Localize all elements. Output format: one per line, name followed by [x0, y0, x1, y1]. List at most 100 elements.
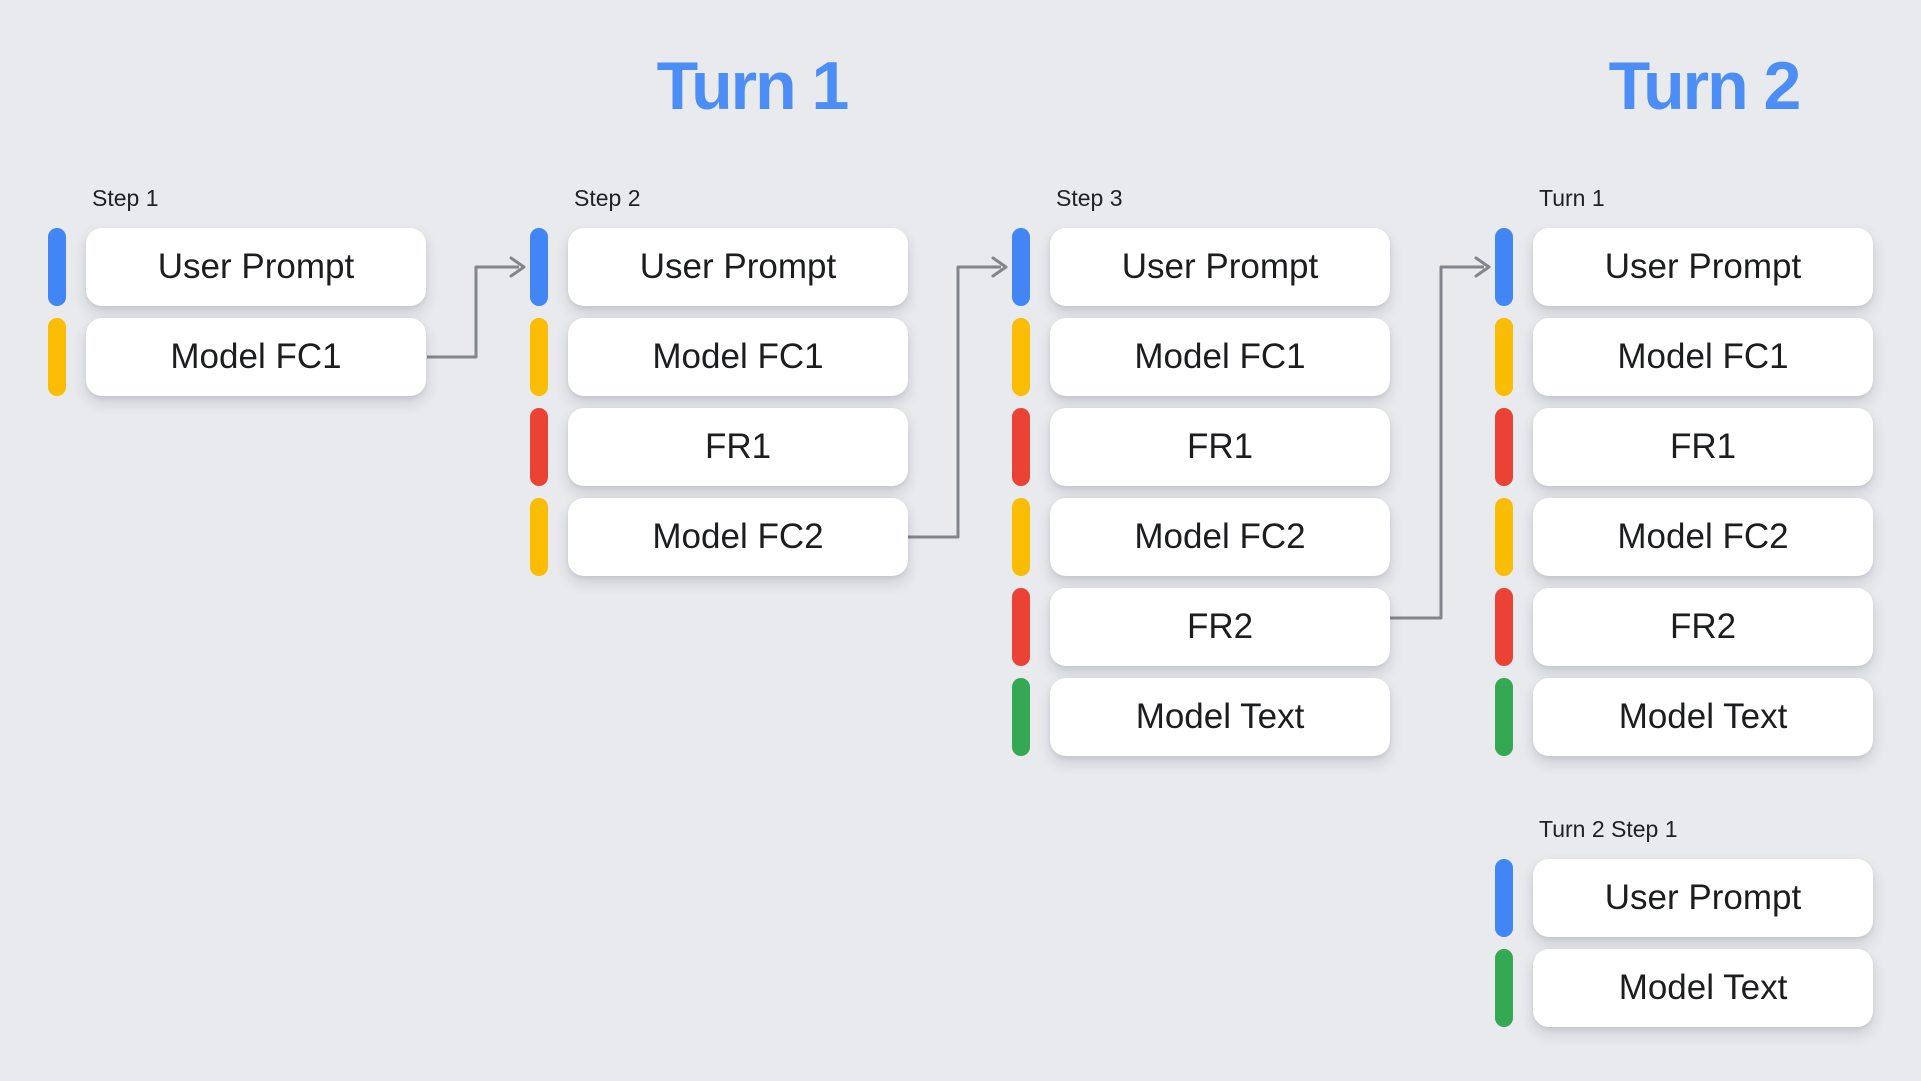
flow-box-label: Model Text	[1618, 697, 1788, 736]
function-response-bar	[1495, 408, 1513, 486]
column-rows: User Prompt Model FC1 FR1 Model FC2	[530, 228, 908, 576]
flow-box: User Prompt	[1533, 859, 1873, 937]
flow-box: Model Text	[1533, 949, 1873, 1027]
column-rows: User Prompt Model FC1 FR1 Model FC2 FR2 …	[1495, 228, 1873, 756]
flow-item: User Prompt	[530, 228, 908, 306]
flow-item: Model FC2	[1012, 498, 1390, 576]
function-response-bar	[1495, 588, 1513, 666]
flow-item: Model FC2	[530, 498, 908, 576]
flow-box: Model FC1	[1050, 318, 1390, 396]
column-rows: User Prompt Model FC1 FR1 Model FC2 FR2 …	[1012, 228, 1390, 756]
column-step-3: Step 3 User Prompt Model FC1 FR1 Model F…	[1012, 184, 1390, 756]
flow-box: Model FC2	[1050, 498, 1390, 576]
model-fc-bar	[1012, 318, 1030, 396]
flow-box-label: FR2	[1669, 607, 1737, 646]
model-fc-bar	[1012, 498, 1030, 576]
flow-box: Model FC1	[86, 318, 426, 396]
flow-item: Model FC2	[1495, 498, 1873, 576]
flow-box-label: Model FC1	[1134, 337, 1306, 376]
flow-box-label: FR1	[704, 427, 772, 466]
flow-item: User Prompt	[1495, 859, 1873, 937]
arrowhead-step3-to-turn1	[1474, 256, 1491, 278]
flow-box: User Prompt	[1533, 228, 1873, 306]
flow-item: Model FC1	[1012, 318, 1390, 396]
flow-box-label: Model Text	[1135, 697, 1305, 736]
user-prompt-bar	[530, 228, 548, 306]
flow-item: FR2	[1495, 588, 1873, 666]
column-turn-2-step-1: Turn 2 Step 1 User Prompt Model Text	[1495, 815, 1873, 1027]
flow-item: FR2	[1012, 588, 1390, 666]
function-response-bar	[530, 408, 548, 486]
flow-box-label: Model FC2	[1617, 517, 1789, 556]
flow-item: FR1	[530, 408, 908, 486]
flow-box: FR1	[1050, 408, 1390, 486]
model-text-bar	[1495, 678, 1513, 756]
flow-box: User Prompt	[568, 228, 908, 306]
flow-box-label: User Prompt	[1604, 247, 1802, 286]
flow-box: FR1	[568, 408, 908, 486]
flow-item: User Prompt	[1012, 228, 1390, 306]
flow-box-label: User Prompt	[1604, 878, 1802, 917]
flow-box-label: FR2	[1186, 607, 1254, 646]
model-fc-bar	[530, 318, 548, 396]
flow-box: User Prompt	[86, 228, 426, 306]
flow-box: Model FC2	[1533, 498, 1873, 576]
function-response-bar	[1012, 588, 1030, 666]
flow-box-label: Model FC1	[1617, 337, 1789, 376]
flow-box-label: Model FC2	[1134, 517, 1306, 556]
function-response-bar	[1012, 408, 1030, 486]
column-label: Turn 2 Step 1	[1539, 816, 1678, 842]
model-fc-bar	[1495, 498, 1513, 576]
flow-item: Model Text	[1495, 949, 1873, 1027]
model-fc-bar	[48, 318, 66, 396]
column-step-2: Step 2 User Prompt Model FC1 FR1 Model F…	[530, 184, 908, 576]
flow-item: Model Text	[1495, 678, 1873, 756]
flow-box: Model FC1	[568, 318, 908, 396]
arrow-step2-to-step3	[908, 265, 1001, 539]
flow-box-label: User Prompt	[157, 247, 355, 286]
flow-item: Model FC1	[530, 318, 908, 396]
turn-1-title: Turn 1	[656, 48, 850, 124]
flow-item: Model FC1	[48, 318, 426, 396]
flow-item: Model FC1	[1495, 318, 1873, 396]
user-prompt-bar	[1012, 228, 1030, 306]
column-label: Turn 1	[1539, 185, 1605, 211]
column-rows: User Prompt Model Text	[1495, 859, 1873, 1027]
flow-item: FR1	[1495, 408, 1873, 486]
column-turn-1: Turn 1 User Prompt Model FC1 FR1 Model F…	[1495, 184, 1873, 756]
flow-box-label: User Prompt	[1121, 247, 1319, 286]
flow-box: User Prompt	[1050, 228, 1390, 306]
column-label: Step 2	[574, 185, 641, 211]
flow-box: FR2	[1050, 588, 1390, 666]
flow-item: FR1	[1012, 408, 1390, 486]
flow-box: Model Text	[1050, 678, 1390, 756]
column-step-1: Step 1 User Prompt Model FC1	[48, 184, 426, 396]
turn-2-title: Turn 2	[1608, 48, 1802, 124]
flow-box-label: Model FC1	[170, 337, 342, 376]
user-prompt-bar	[1495, 228, 1513, 306]
model-text-bar	[1012, 678, 1030, 756]
column-label: Step 3	[1056, 185, 1123, 211]
flow-box: Model Text	[1533, 678, 1873, 756]
flow-box: FR1	[1533, 408, 1873, 486]
column-rows: User Prompt Model FC1	[48, 228, 426, 396]
arrowhead-step2-to-step3	[991, 256, 1008, 278]
column-label: Step 1	[92, 185, 159, 211]
flow-box: FR2	[1533, 588, 1873, 666]
flow-item: User Prompt	[48, 228, 426, 306]
flow-box-label: FR1	[1186, 427, 1254, 466]
user-prompt-bar	[1495, 859, 1513, 937]
flow-box-label: User Prompt	[639, 247, 837, 286]
flow-box: Model FC2	[568, 498, 908, 576]
model-text-bar	[1495, 949, 1513, 1027]
model-fc-bar	[530, 498, 548, 576]
arrow-step3-to-turn1	[1390, 265, 1484, 620]
flow-box-label: Model FC2	[652, 517, 824, 556]
flow-box: Model FC1	[1533, 318, 1873, 396]
flow-item: Model Text	[1012, 678, 1390, 756]
flow-item: User Prompt	[1495, 228, 1873, 306]
arrow-step1-to-step2	[427, 265, 519, 359]
flow-box-label: Model FC1	[652, 337, 824, 376]
flow-box-label: FR1	[1669, 427, 1737, 466]
